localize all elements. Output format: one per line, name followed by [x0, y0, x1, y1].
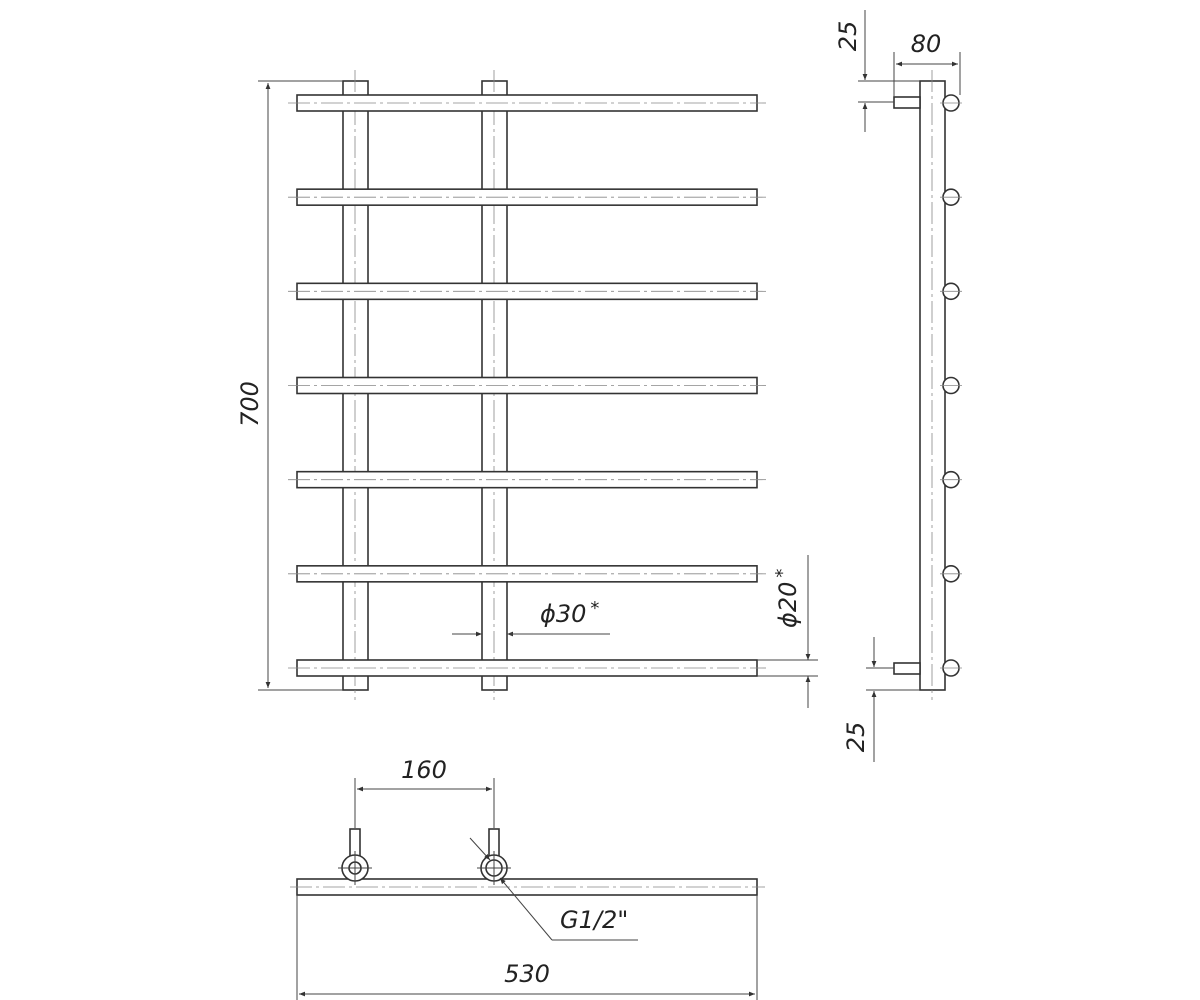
front-view: 700 ϕ30* ϕ20* [236, 70, 818, 708]
depth-label: 80 [911, 30, 942, 58]
depth-dimension: 80 [893, 30, 961, 97]
inlet-right [477, 828, 511, 885]
height-dimension: 700 [236, 80, 343, 691]
wall-connector-top [893, 96, 921, 109]
top-offset-dimension: 25 [834, 10, 920, 132]
top-offset-label: 25 [834, 21, 862, 52]
wall-connector-bottom [893, 662, 921, 675]
side-rung-sections [940, 94, 962, 677]
spacing-label: 160 [401, 756, 447, 784]
rung-diameter-label: ϕ20* [772, 569, 802, 628]
spacing-dimension: 160 [354, 756, 495, 828]
height-label: 700 [236, 381, 264, 427]
bottom-offset-label: 25 [842, 722, 870, 753]
width-dimension: 530 [296, 895, 758, 1000]
inlet-left [338, 828, 372, 885]
width-label: 530 [504, 960, 550, 988]
bottom-offset-dimension: 25 [842, 637, 920, 762]
thread-leader: G1/2" [469, 837, 638, 941]
thread-label: G1/2" [560, 906, 628, 934]
rungs [288, 94, 766, 677]
vertical-pipe-diameter-dimension: ϕ30* [452, 598, 610, 637]
side-view: 80 25 25 [834, 10, 962, 762]
rung-diameter-dimension: ϕ20* [757, 555, 818, 708]
vertical-pipe-diameter-label: ϕ30* [540, 598, 599, 628]
top-view: 160 G1/2" 530 [290, 756, 765, 1000]
